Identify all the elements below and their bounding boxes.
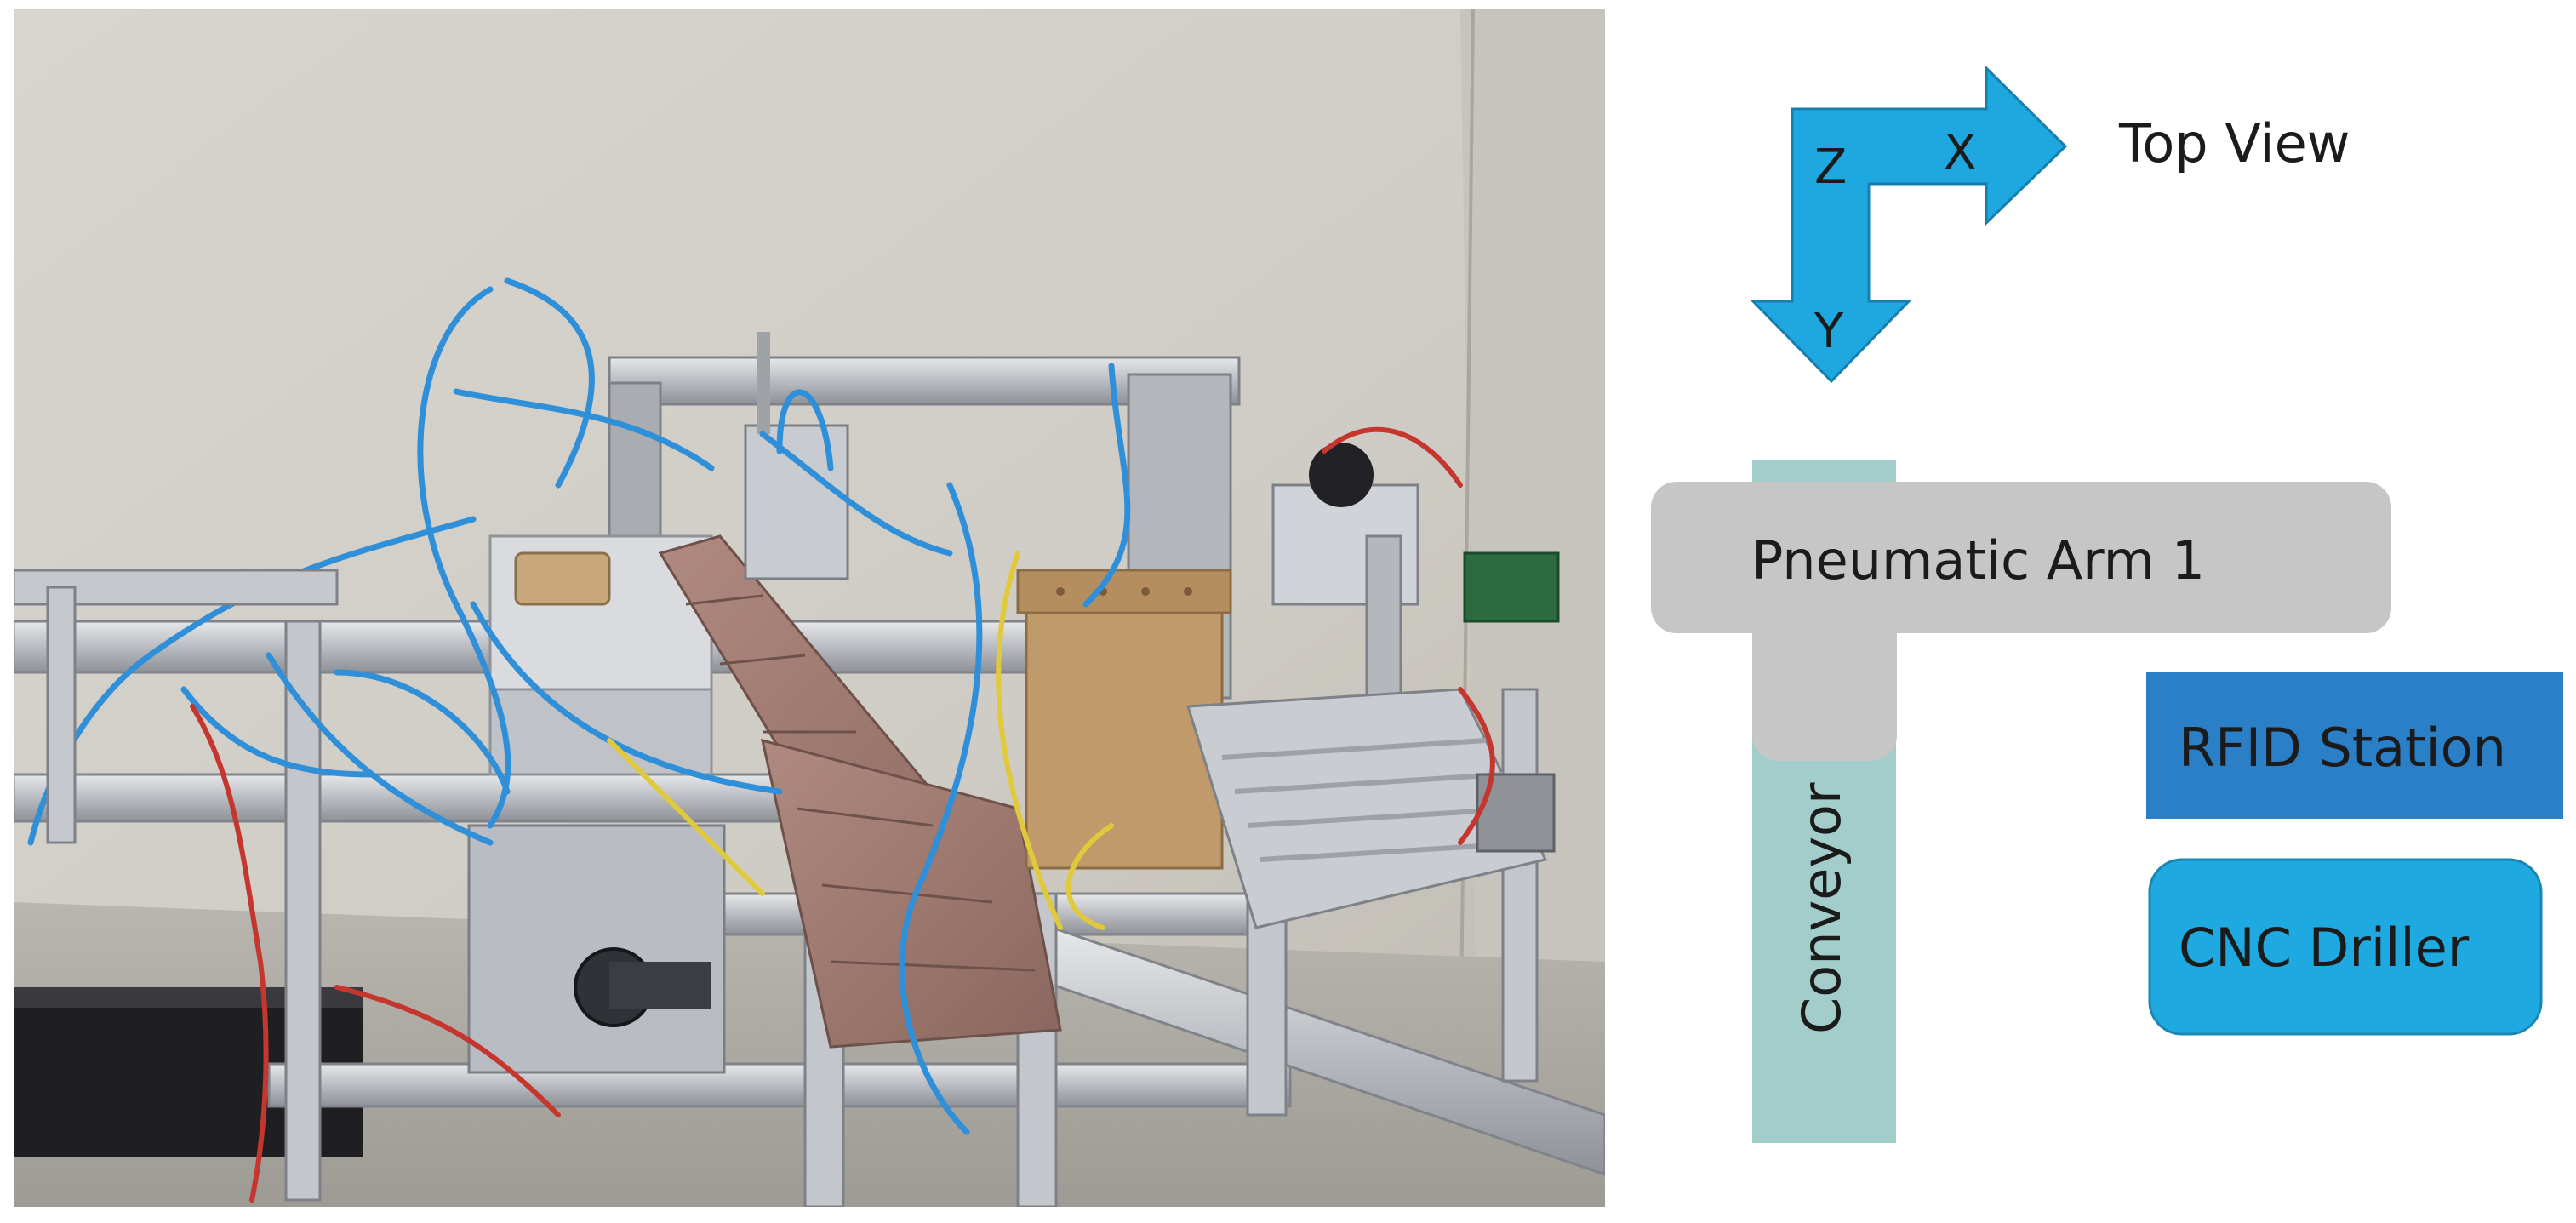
axis-z-label: Z <box>1814 140 1847 195</box>
axis-x-label: X <box>1944 125 1976 180</box>
pneumatic-arm-block <box>1651 482 2391 633</box>
view-label: Top View <box>2118 112 2350 174</box>
testbed-photo <box>12 8 1607 1209</box>
cnc-driller-block <box>2148 858 2543 1036</box>
gantry-carriage <box>744 424 849 580</box>
motor-box <box>467 824 726 1074</box>
axis-arrow-icon <box>1750 65 2068 384</box>
pneumatic-arm-label: Pneumatic Arm 1 <box>1751 529 2205 591</box>
cnc-driller-label: CNC Driller <box>2179 917 2470 979</box>
cardboard-fixture <box>1025 586 1224 870</box>
top-view-diagram: Z X Y Top View Conveyor Pneumatic Arm 1 … <box>1617 0 2576 1220</box>
rfid-station-block <box>2146 672 2563 819</box>
rfid-station-label: RFID Station <box>2179 717 2506 779</box>
axis-y-label: Y <box>1813 304 1844 359</box>
conveyor-label: Conveyor <box>1791 782 1853 1034</box>
pneumatic-arm-vertical <box>1752 596 1897 761</box>
cnc-bed <box>1186 688 1548 929</box>
pneumatic-tubes <box>27 277 1131 1135</box>
